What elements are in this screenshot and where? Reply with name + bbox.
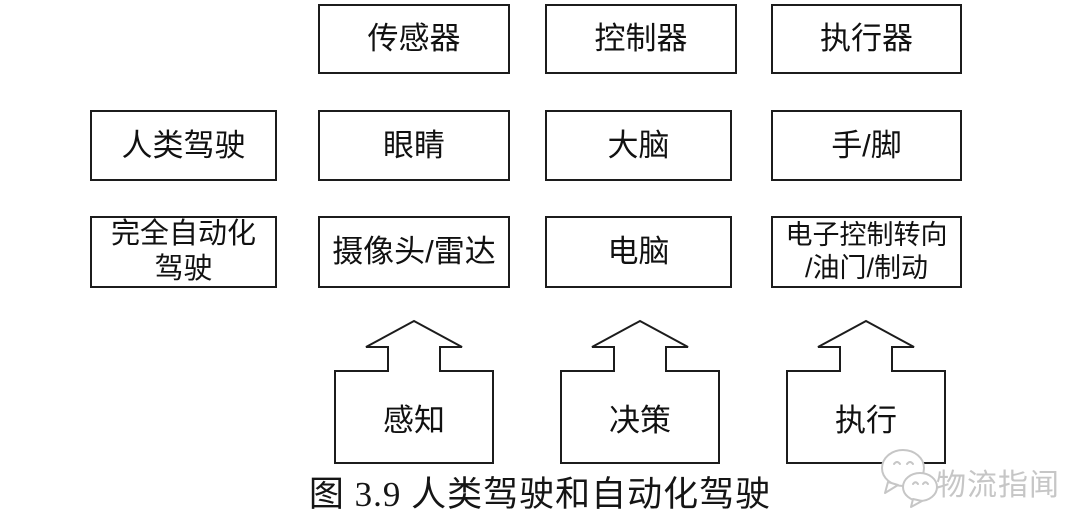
watermark-text: 物流指闻 <box>936 469 1060 502</box>
controller-label: 控制器 <box>594 21 688 56</box>
watermark: 物流指闻 <box>876 444 1076 516</box>
brain-box: 大脑 <box>545 110 732 181</box>
up-arrow-icon <box>334 319 494 464</box>
decision-label: 决策 <box>609 402 671 438</box>
wechat-icon <box>881 449 938 508</box>
actuator-box: 执行器 <box>771 4 962 74</box>
automated-driving-box: 完全自动化 驾驶 <box>90 216 277 288</box>
electronic-control-label: 电子控制转向 /油门/制动 <box>785 220 948 283</box>
perception-stage-shape: 感知 <box>334 319 494 465</box>
eyes-label: 眼睛 <box>383 127 445 163</box>
electronic-control-box: 电子控制转向 /油门/制动 <box>771 216 962 288</box>
camera-radar-box: 摄像头/雷达 <box>318 216 510 288</box>
hands-feet-label: 手/脚 <box>831 127 902 163</box>
automated-driving-label: 完全自动化 驾驶 <box>110 218 256 285</box>
brain-label: 大脑 <box>607 127 670 163</box>
up-arrow-icon <box>560 319 720 464</box>
actuator-label: 执行器 <box>820 21 913 56</box>
figure-caption: 图 3.9 人类驾驶和自动化驾驶 <box>308 475 772 514</box>
execution-label: 执行 <box>835 402 897 438</box>
sensor-label: 传感器 <box>367 21 461 56</box>
human-driving-box: 人类驾驶 <box>90 110 277 181</box>
computer-box: 电脑 <box>545 216 732 288</box>
sensor-box: 传感器 <box>318 4 510 74</box>
decision-stage-shape: 决策 <box>560 319 720 465</box>
perception-label: 感知 <box>383 402 445 438</box>
eyes-box: 眼睛 <box>318 110 510 181</box>
camera-radar-label: 摄像头/雷达 <box>332 234 496 269</box>
hands-feet-box: 手/脚 <box>771 110 962 181</box>
computer-label: 电脑 <box>607 234 670 269</box>
controller-box: 控制器 <box>545 4 737 74</box>
human-driving-label: 人类驾驶 <box>121 127 246 163</box>
execution-stage-shape: 执行 <box>786 319 946 465</box>
